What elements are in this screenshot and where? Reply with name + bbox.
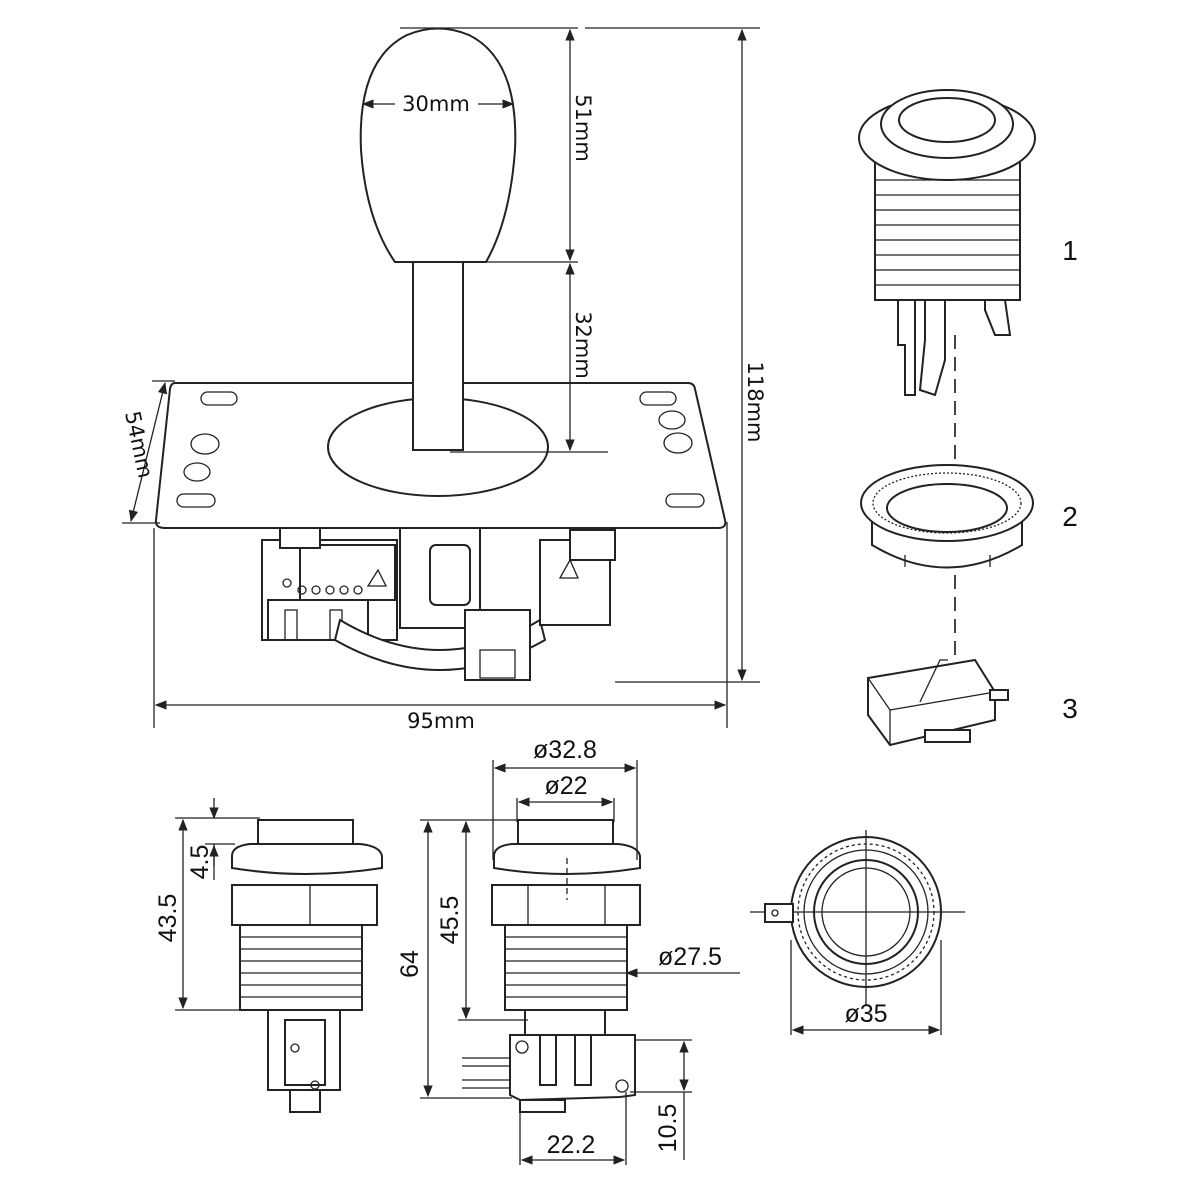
top-diameter-label: ø35 <box>844 1000 887 1028</box>
part-nut <box>860 464 1034 569</box>
thread-diameter-label: ø27.5 <box>658 943 722 971</box>
plate-width-label: 95mm <box>407 709 475 733</box>
button-front-view: ø32.8 ø22 64 45.5 ø27.5 22.2 10.5 <box>396 736 740 1165</box>
front-total-height-label: 64 <box>396 950 424 978</box>
joystick-ball-top <box>359 27 517 263</box>
joystick-drawing: 30mm 51mm 32mm 118mm 54mm 95mm <box>120 27 767 733</box>
part-button <box>858 89 1036 397</box>
ball-height-label: 51mm <box>571 94 595 162</box>
outer-diameter-label: ø32.8 <box>533 736 597 764</box>
part-label-3: 3 <box>1062 693 1078 724</box>
part-label-2: 2 <box>1062 501 1078 532</box>
cap-height-label: 4.5 <box>186 845 214 880</box>
side-height-label: 43.5 <box>154 894 182 943</box>
shaft-height-label: 32mm <box>571 311 595 379</box>
joystick-mechanism <box>261 527 616 681</box>
ball-width-label: 30mm <box>402 92 470 116</box>
total-height-label: 118mm <box>743 362 767 443</box>
button-top-view: ø35 <box>750 830 965 1035</box>
part-label-1: 1 <box>1062 235 1078 266</box>
plate-depth-label: 54mm <box>120 409 158 480</box>
switch-width-label: 22.2 <box>547 1131 596 1159</box>
inner-diameter-label: ø22 <box>544 772 587 800</box>
joystick-shaft <box>412 251 464 451</box>
part-switch <box>867 658 1009 747</box>
switch-height-label: 10.5 <box>654 1104 682 1153</box>
body-height-label: 45.5 <box>436 896 464 945</box>
plate-holes <box>176 391 705 508</box>
button-side-view: 43.5 4.5 <box>154 798 383 1113</box>
button-exploded-view: 1 2 3 <box>858 89 1078 747</box>
